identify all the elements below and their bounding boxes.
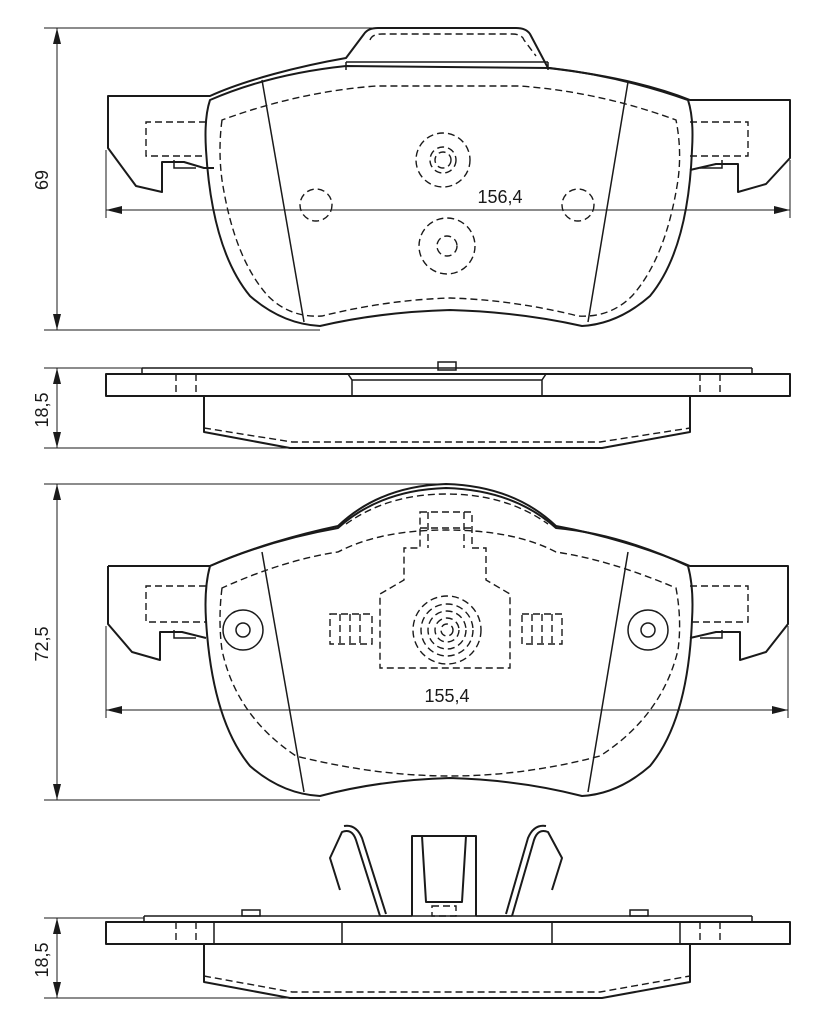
center-ring-4 [434, 617, 460, 643]
pad-front-view [107, 27, 791, 327]
clip-hidden-outline [379, 511, 511, 669]
side-friction-block [203, 396, 691, 449]
center-ring-5 [440, 623, 454, 637]
side-backing-plate [105, 373, 791, 397]
clip-right-tab [521, 613, 563, 645]
spring-clip-left [329, 824, 387, 917]
dim-label-156-4: 156,4 [477, 187, 522, 207]
center-ring-2 [420, 603, 474, 657]
dim-height-view3: 72,5 [32, 483, 446, 801]
dim-width-view1: 156,4 [105, 150, 791, 218]
lower-pin-hole-inner [436, 235, 458, 257]
center-ring-3 [427, 610, 467, 650]
back-plate-outline [107, 483, 789, 661]
clip-hidden-detail [420, 512, 472, 548]
dim-label-69: 69 [32, 170, 52, 190]
side-center-block [347, 373, 547, 396]
right-ear-hidden [690, 121, 749, 157]
side2-friction-block [203, 944, 691, 999]
pad-side-view-1 [105, 361, 791, 449]
back-right-hole-outer [627, 609, 669, 651]
dim-label-72-5: 72,5 [32, 626, 52, 661]
left-rivet-hole [299, 188, 333, 222]
left-notch [173, 160, 196, 169]
chamfer-line-right [587, 81, 629, 323]
backing-plate-outline [107, 27, 791, 193]
back-left-ear-hidden [145, 585, 206, 623]
left-ear-hidden [145, 121, 206, 157]
lower-pin-hole-outer [418, 217, 476, 275]
side2-tab-right [629, 909, 649, 917]
right-notch [700, 160, 723, 169]
center-ring-1 [412, 595, 482, 665]
back-right-ear-hidden [690, 585, 749, 623]
side-friction-hidden [203, 427, 691, 443]
side2-backing-plate [105, 921, 791, 945]
dim-thickness-view4: 18,5 [32, 917, 290, 999]
friction-pad-outline [204, 65, 694, 327]
side2-hidden-ears [175, 922, 721, 944]
right-rivet-hole [561, 188, 595, 222]
clip-left-tab [329, 613, 373, 645]
friction-pad-inner [219, 85, 681, 317]
side-hidden-ears [175, 374, 721, 396]
pad-side-view-2 [105, 824, 791, 999]
dim-width-view3: 155,4 [105, 626, 789, 718]
dim-label-18-5-a: 18,5 [32, 392, 52, 427]
side2-tab-left [241, 909, 261, 917]
back-chamfer-right [587, 551, 629, 793]
back-right-notch [700, 630, 723, 639]
dim-thickness-view2: 18,5 [32, 367, 290, 449]
side2-friction-hidden [203, 975, 691, 993]
back-friction-inner [219, 529, 681, 777]
dim-label-18-5-b: 18,5 [32, 942, 52, 977]
back-plate-hidden-top [345, 493, 549, 525]
back-left-notch [173, 630, 196, 639]
upper-pin-hole-core [434, 151, 452, 169]
chamfer-line-left [261, 79, 305, 323]
back-left-hole-inner [235, 622, 251, 638]
upper-pin-hole-inner [429, 146, 457, 174]
back-right-hole-inner [640, 622, 656, 638]
side-top-tab [437, 361, 457, 371]
dim-height-view1: 69 [32, 27, 378, 331]
spring-clip-hidden [431, 905, 457, 917]
pad-back-view [107, 483, 789, 797]
back-friction-outline [204, 487, 694, 797]
spring-clip-right [505, 824, 563, 917]
upper-pin-hole-outer [415, 132, 471, 188]
dim-label-155-4: 155,4 [424, 686, 469, 706]
back-left-hole-outer [222, 609, 264, 651]
spring-clip-center [411, 835, 477, 916]
back-chamfer-left [261, 551, 305, 793]
plate-hidden-top [369, 33, 537, 57]
